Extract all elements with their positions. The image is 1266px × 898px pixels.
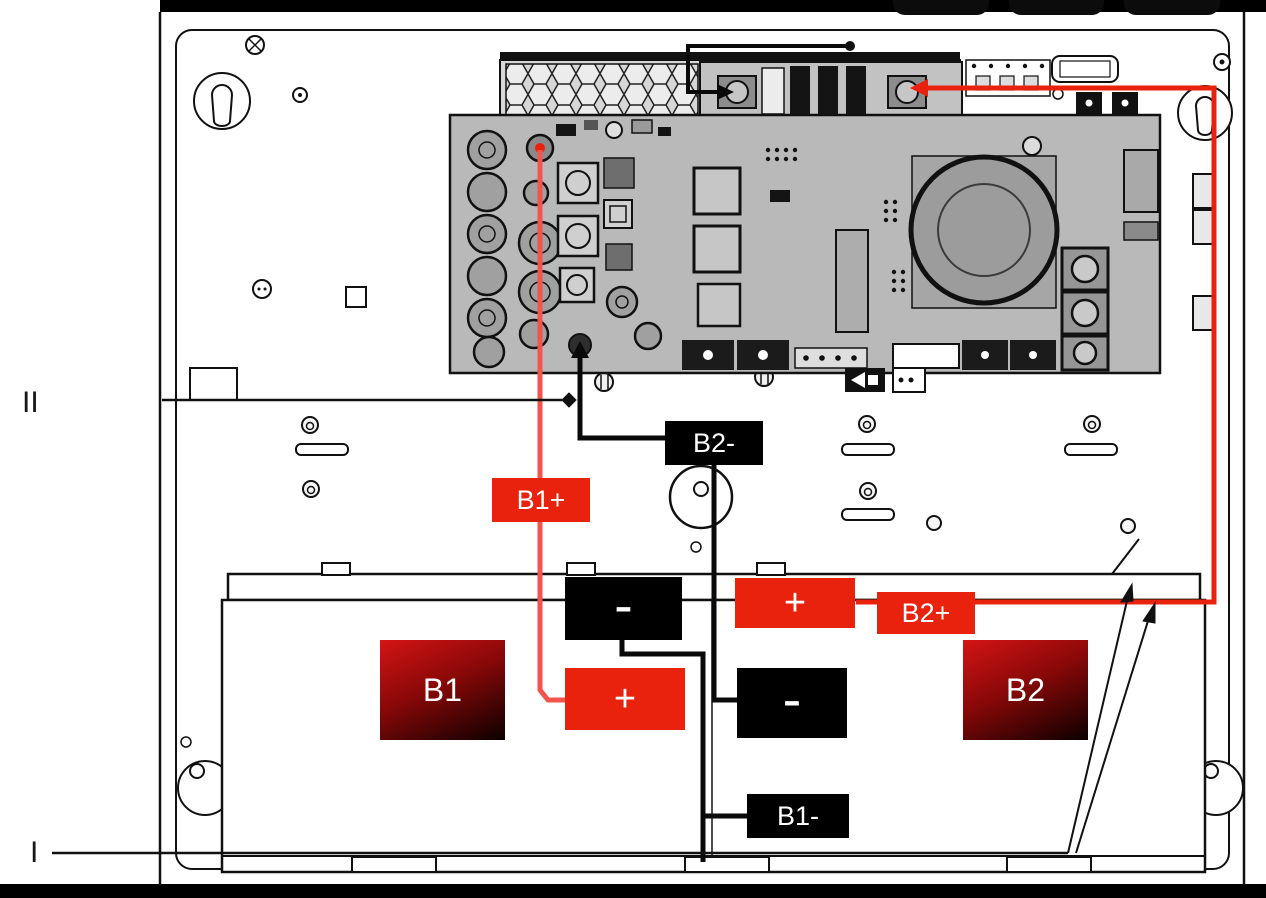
b1-positive-terminal: +: [565, 668, 685, 730]
callout-ii-label: II: [22, 386, 39, 419]
b2-negative-terminal: -: [737, 668, 847, 738]
right-wall-brackets: [1192, 173, 1214, 331]
battery-b1-label: B1: [380, 640, 505, 740]
callout-i-arrowhead: [1120, 582, 1134, 603]
callout-i-label: I: [30, 836, 39, 869]
b1-negative-terminal: -: [565, 576, 682, 640]
board-terminal-blocks: [1060, 149, 1159, 372]
enclosure-bottom-edge: [0, 884, 1266, 898]
callout-i-arrowhead: [1142, 601, 1156, 624]
wire-tag-b2-plus: B2+: [877, 592, 975, 634]
cable-knockout: [893, 0, 989, 15]
power-supply-assembly: [499, 41, 1138, 123]
terminal-screw-positive: [895, 80, 919, 104]
wire-tag-b1-plus: B1+: [492, 478, 590, 522]
enclosure-top-edge: [160, 0, 1266, 12]
battery-b2-label: B2: [963, 640, 1088, 740]
callout-leaders: [52, 392, 1156, 855]
center-grommet: [668, 464, 734, 553]
solder-pads: [765, 147, 906, 293]
wire-top-black: [686, 44, 850, 100]
b2-positive-terminal: +: [735, 578, 855, 628]
toroid-transformer: [908, 136, 1060, 309]
wire-b1-plus: [537, 150, 568, 703]
vent-grille: [505, 63, 699, 119]
wire-b2-plus: [856, 79, 1217, 605]
wire-tag-b1-minus: B1-: [747, 794, 849, 838]
red-arrowhead: [910, 79, 928, 97]
black-arrowhead: [717, 84, 734, 100]
panel-slots-standoffs: [295, 367, 1136, 534]
polarity-indicator-plate: [845, 367, 926, 393]
cable-knockout: [1124, 0, 1220, 15]
board-components: [556, 119, 869, 333]
chassis-screws: [245, 35, 1231, 308]
circuit-board: [448, 113, 1162, 375]
left-wall-box: [189, 367, 238, 401]
board-bottom-connectors: [682, 340, 1056, 370]
wire-b1-minus: [619, 630, 748, 862]
up-arrowhead: [571, 341, 589, 358]
cable-knockout: [1009, 0, 1104, 15]
fuse-holder: [1051, 55, 1119, 83]
wire-tag-b2-minus: B2-: [665, 421, 763, 465]
callout-ii-diamond: [561, 392, 577, 408]
